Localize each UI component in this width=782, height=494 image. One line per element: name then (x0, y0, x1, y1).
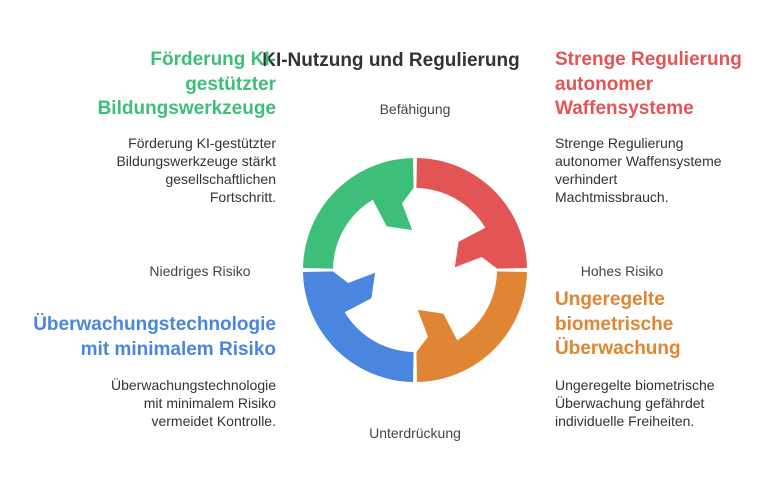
desc-line: Strenge Regulierung (555, 135, 684, 151)
quadrant-desc-top-right: Strenge Regulierung autonomer Waffensyst… (555, 134, 775, 206)
title-line: Überwachung (555, 338, 681, 359)
quadrant-title-bottom-right: Ungeregelte biometrische Überwachung (555, 288, 775, 362)
axis-label-bottom: Unterdrückung (369, 425, 461, 441)
title-line: Überwachungstechnologie (33, 314, 276, 335)
title-line: Ungeregelte (555, 289, 665, 310)
desc-line: Förderung KI-gestützter (128, 135, 276, 151)
quadrant-desc-bottom-right: Ungeregelte biometrische Überwachung gef… (555, 376, 775, 430)
title-line: Förderung KI- (150, 49, 276, 70)
axis-label-right: Hohes Risiko (580, 263, 664, 279)
axis-label-top: Befähigung (379, 101, 451, 117)
title-line: autonomer (555, 73, 654, 95)
desc-line: Machtmissbrauch. (555, 189, 669, 205)
quadrant-desc-top-left: Förderung KI-gestützter Bildungswerkzeug… (40, 134, 276, 206)
desc-line: vermeidet Kontrolle. (151, 413, 276, 429)
desc-line: individuelle Freiheiten. (555, 413, 695, 429)
desc-line: Bildungswerkzeuge stärkt (116, 153, 276, 169)
desc-line: gesellschaftlichen (165, 171, 276, 187)
title-line: Bildungswerkzeuge (97, 98, 276, 119)
desc-line: Überwachung gefährdet (555, 395, 705, 411)
title-line: gestützter (185, 73, 276, 95)
desc-line: autonomer Waffensysteme (555, 153, 722, 169)
title-line: Waffensysteme (555, 98, 694, 119)
quadrant-desc-bottom-left: Überwachungstechnologie mit minimalem Ri… (40, 376, 276, 430)
desc-line: verhindert (555, 171, 618, 187)
title-line: Strenge Regulierung (555, 49, 742, 70)
title-line: biometrische (555, 313, 674, 335)
ring-segment-bottom-left (303, 271, 414, 382)
ring-segment-bottom-right (416, 271, 527, 382)
quadrant-title-bottom-left: Überwachungstechnologie mit minimalem Ri… (10, 313, 276, 362)
title-line: mit minimalem Risiko (80, 338, 276, 360)
ring-segment-top-left (303, 158, 414, 269)
desc-line: Überwachungstechnologie (111, 377, 276, 393)
quadrant-title-top-right: Strenge Regulierung autonomer Waffensyst… (555, 48, 775, 122)
diagram-title: KI-Nutzung und Regulierung (262, 50, 520, 71)
desc-line: Fortschritt. (209, 189, 276, 205)
axis-label-left: Niedriges Risiko (149, 263, 251, 279)
quadrant-title-top-left: Förderung KI- gestützter Bildungswerkzeu… (40, 48, 276, 122)
desc-line: Ungeregelte biometrische (555, 377, 715, 393)
ring-segment-top-right (416, 158, 527, 269)
desc-line: mit minimalem Risiko (143, 395, 276, 411)
